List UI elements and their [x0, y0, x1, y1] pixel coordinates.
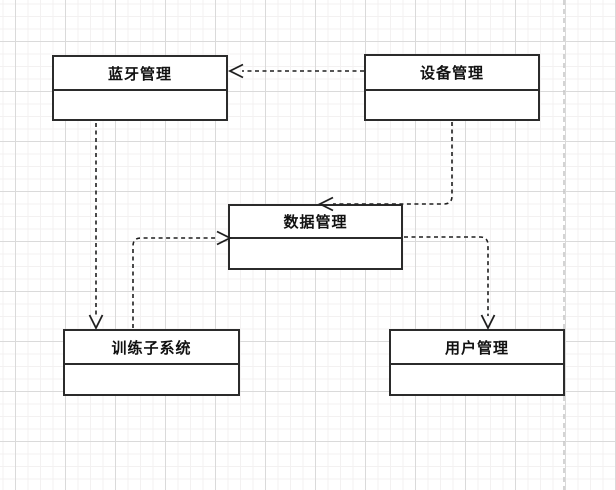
- node-user-management[interactable]: 用户管理: [389, 329, 565, 396]
- node-bluetooth-management-body: [54, 89, 226, 119]
- node-device-management[interactable]: 设备管理: [364, 54, 540, 121]
- node-user-management-label: 用户管理: [444, 339, 509, 357]
- node-bluetooth-management-label: 蓝牙管理: [107, 65, 172, 83]
- node-training-subsystem-label: 训练子系统: [111, 339, 192, 357]
- edge-device-to-bluetooth[interactable]: [227, 63, 364, 79]
- node-bluetooth-management[interactable]: 蓝牙管理: [52, 55, 228, 121]
- open-arrowhead-icon: [480, 314, 496, 331]
- edge-training-to-data[interactable]: [132, 230, 233, 329]
- edge-data-to-user[interactable]: [404, 236, 496, 331]
- node-training-subsystem-body: [65, 363, 238, 394]
- node-data-management-label: 数据管理: [283, 214, 348, 231]
- edge-device-to-data[interactable]: [317, 122, 453, 212]
- open-arrowhead-icon: [88, 314, 104, 331]
- open-arrowhead-icon: [227, 63, 244, 79]
- edge-bluetooth-to-training[interactable]: [88, 123, 104, 331]
- node-data-management-body: [230, 237, 401, 268]
- node-data-management[interactable]: 数据管理: [228, 204, 403, 270]
- node-user-management-body: [391, 363, 563, 394]
- node-training-subsystem[interactable]: 训练子系统: [63, 329, 240, 396]
- node-device-management-body: [366, 89, 538, 119]
- node-device-management-label: 设备管理: [419, 65, 484, 82]
